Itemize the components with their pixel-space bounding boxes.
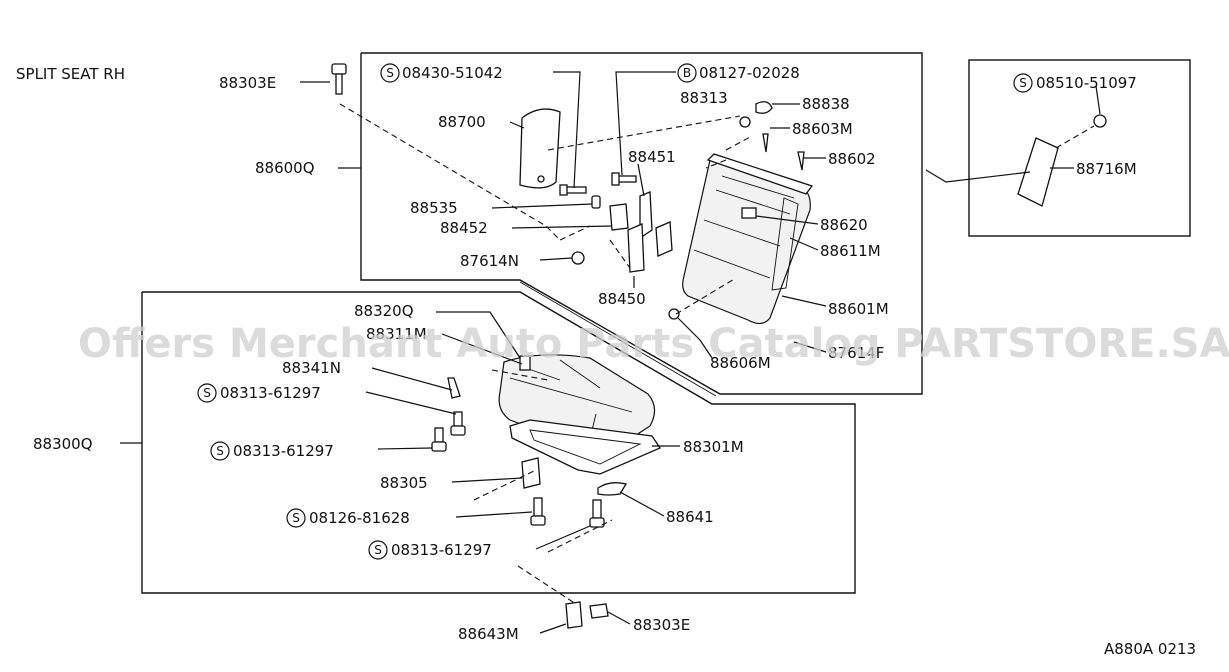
- bolt-08430-51042: [559, 184, 587, 196]
- bolt-88303e-top: [331, 63, 347, 95]
- label-08313-61297-a[interactable]: 08313-61297: [220, 384, 321, 402]
- cover-88450: [655, 221, 673, 257]
- bolt-88341n: [447, 377, 461, 399]
- label-88450[interactable]: 88450: [598, 290, 646, 308]
- bolt-badge-08127: B: [677, 63, 697, 83]
- trim-frame: [968, 59, 1191, 237]
- label-08313-61297-c[interactable]: 08313-61297: [391, 541, 492, 559]
- label-08430-51042[interactable]: 08430-51042: [402, 64, 503, 82]
- bracket-88620: [741, 207, 757, 219]
- badges: S B S S S S S: [197, 63, 1033, 560]
- diagram-title: SPLIT SEAT RH: [16, 65, 125, 83]
- label-88602[interactable]: 88602: [828, 150, 876, 168]
- seatback-frame-88611m: [706, 153, 814, 195]
- frame-link: [519, 281, 717, 397]
- label-88611m[interactable]: 88611M: [820, 242, 881, 260]
- label-88601m[interactable]: 88601M: [828, 300, 889, 318]
- clip-88606m: [668, 308, 680, 320]
- screw-badge-08313-b: S: [210, 441, 230, 461]
- watermark-text: Offers Merchant Auto Parts Catalog PARTS…: [78, 321, 1229, 367]
- clip-88313: [739, 116, 751, 128]
- label-88313[interactable]: 88313: [680, 89, 728, 107]
- svg-text:S: S: [374, 543, 382, 557]
- assembly-lines: [339, 103, 1095, 605]
- pin-88602: [797, 151, 805, 171]
- trim-88716m: [1017, 137, 1059, 207]
- label-88451[interactable]: 88451: [628, 148, 676, 166]
- label-88320q[interactable]: 88320Q: [354, 302, 414, 320]
- label-88603m[interactable]: 88603M: [792, 120, 853, 138]
- bolt-08127-02028: [611, 172, 637, 186]
- bracket-88450: [627, 223, 645, 273]
- label-88452[interactable]: 88452: [440, 219, 488, 237]
- pin-88603m: [762, 133, 769, 153]
- labels: SPLIT SEAT RH 88303E 88600Q 08430-51042 …: [16, 64, 1196, 658]
- bolt-08126-81628: [530, 497, 546, 526]
- label-88641[interactable]: 88641: [666, 508, 714, 526]
- svg-text:S: S: [203, 386, 211, 400]
- seatback-frame: [360, 52, 923, 395]
- label-08126-81628[interactable]: 08126-81628: [309, 509, 410, 527]
- label-88300q[interactable]: 88300Q: [33, 435, 93, 453]
- cushion-frame: [141, 291, 856, 594]
- label-88341n[interactable]: 88341N: [282, 359, 341, 377]
- label-08313-61297-b[interactable]: 08313-61297: [233, 442, 334, 460]
- label-88305[interactable]: 88305: [380, 474, 428, 492]
- label-88620[interactable]: 88620: [820, 216, 868, 234]
- svg-text:S: S: [1019, 76, 1027, 90]
- label-87614f[interactable]: 87614F: [828, 344, 884, 362]
- clip-88641: [597, 482, 628, 496]
- screw-badge-08313-a: S: [197, 383, 217, 403]
- clip-88838: [755, 101, 773, 114]
- label-88716m[interactable]: 88716M: [1076, 160, 1137, 178]
- latch-88643m: [565, 601, 583, 629]
- label-87614n[interactable]: 87614N: [460, 252, 519, 270]
- label-88311m[interactable]: 88311M: [366, 325, 427, 343]
- leader-lines: [120, 71, 1101, 634]
- label-88643m[interactable]: 88643M: [458, 625, 519, 643]
- label-88606m[interactable]: 88606M: [710, 354, 771, 372]
- label-88303e-bottom[interactable]: 88303E: [633, 616, 690, 634]
- clip-87614n: [571, 251, 585, 265]
- frames: [141, 52, 1191, 594]
- label-88301m[interactable]: 88301M: [683, 438, 744, 456]
- screw-badge-08126: S: [286, 508, 306, 528]
- svg-text:S: S: [386, 66, 394, 80]
- headrest-clip: [537, 175, 545, 183]
- svg-text:S: S: [292, 511, 300, 525]
- screw-badge-08510: S: [1013, 73, 1033, 93]
- screw-badge-08430: S: [380, 63, 400, 83]
- svg-text:B: B: [683, 66, 691, 80]
- bolt-08313-61297-a: [450, 411, 466, 436]
- part-drawings: [331, 63, 1107, 629]
- label-88535[interactable]: 88535: [410, 199, 458, 217]
- cushion-frame-88301m: [509, 419, 661, 475]
- bolt-08313-61297-b: [431, 427, 447, 452]
- screw-08510-51097: [1093, 114, 1107, 128]
- headrest-cover-88700: [519, 108, 561, 189]
- diagram-code: A880A 0213: [1104, 640, 1196, 658]
- label-88303e-top[interactable]: 88303E: [219, 74, 276, 92]
- lever-88452: [609, 203, 629, 231]
- part-88535: [591, 195, 601, 209]
- seatback-88601m: [682, 159, 811, 325]
- latch-88451: [639, 191, 653, 240]
- label-88838[interactable]: 88838: [802, 95, 850, 113]
- bolt-08313-61297-c: [589, 499, 605, 528]
- label-08127-02028[interactable]: 08127-02028: [699, 64, 800, 82]
- svg-text:S: S: [216, 444, 224, 458]
- screw-badge-08313-c: S: [368, 540, 388, 560]
- label-08510-51097[interactable]: 08510-51097: [1036, 74, 1137, 92]
- label-88700[interactable]: 88700: [438, 113, 486, 131]
- bolt-88303e-bottom: [589, 603, 609, 619]
- label-88600q[interactable]: 88600Q: [255, 159, 315, 177]
